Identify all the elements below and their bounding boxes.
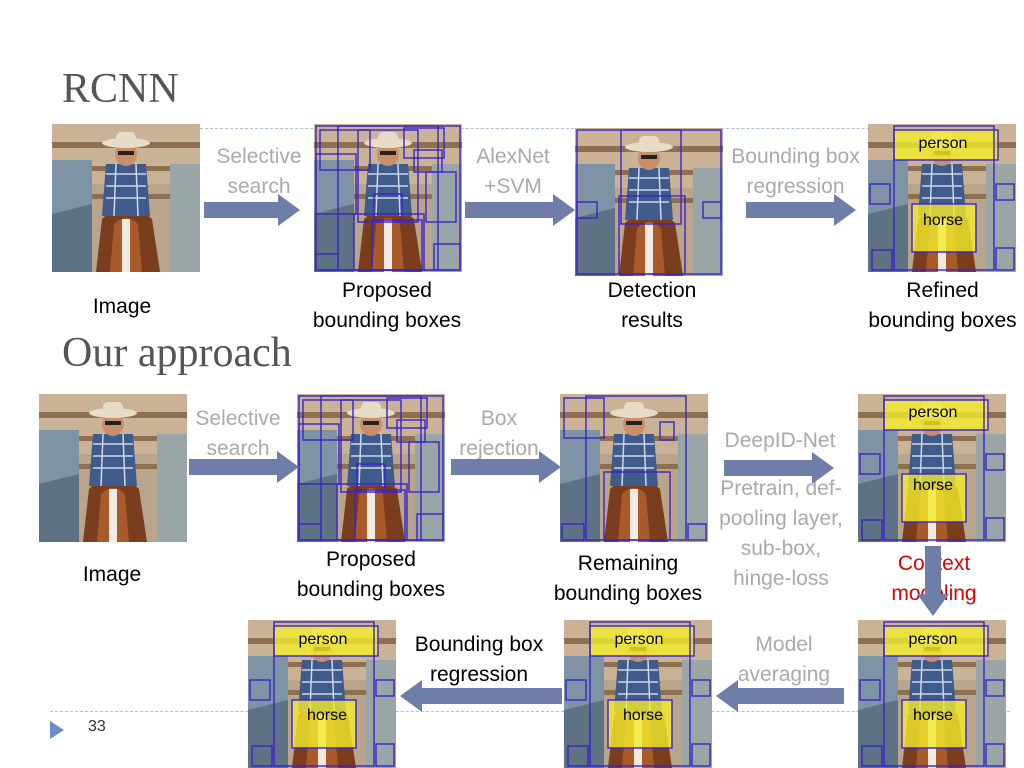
ours-context-horse-label: horse: [912, 707, 954, 724]
rcnn-detection-label: Detection results: [607, 279, 697, 332]
our-approach-title: Our approach: [62, 330, 292, 376]
ours-image: [39, 394, 187, 542]
ours-box-rejection-label: Box rejection: [459, 407, 539, 460]
rcnn-detection-image: [575, 128, 723, 276]
ours-final-horse-label: horse: [306, 707, 348, 724]
ours-arrow-3: [724, 452, 834, 484]
ours-averaged-horse-label: horse: [622, 707, 664, 724]
rcnn-horse-label: horse: [922, 212, 964, 229]
ours-proposed-label: Proposed bounding boxes: [296, 548, 446, 601]
ours-deepid-net-label: DeepID-Net: [724, 429, 836, 452]
rcnn-image: [52, 124, 200, 272]
slide-number: 33: [88, 718, 106, 735]
footer-dashed-line: [50, 711, 1010, 712]
slide-bullet-icon: [50, 721, 64, 739]
ours-left-arrow-2: [400, 680, 562, 712]
rcnn-selective-search-label: Selective search: [216, 145, 302, 198]
ours-bbox-regression-label: Bounding box regression: [414, 633, 544, 686]
ours-deepid-image: [858, 394, 1006, 542]
ours-arrow-2: [451, 451, 561, 483]
ours-final-image: [248, 620, 396, 768]
rcnn-refined-image: [868, 124, 1016, 272]
rcnn-refined-label: Refined bounding boxes: [868, 279, 1017, 332]
ours-remaining-label: Remaining bounding boxes: [553, 552, 703, 605]
ours-down-arrow: [917, 546, 949, 616]
ours-arrow-1: [189, 451, 299, 483]
model-averaging-label: Model averaging: [737, 633, 831, 686]
rcnn-proposed-image: [314, 124, 462, 272]
ours-deepid-details: Pretrain, def- pooling layer, sub-box, h…: [719, 477, 843, 590]
rcnn-proposed-label: Proposed bounding boxes: [312, 279, 462, 332]
rcnn-arrow-1: [204, 194, 300, 226]
rcnn-title: RCNN: [62, 66, 179, 112]
ours-remaining-image: [560, 394, 708, 542]
rcnn-person-label: person: [918, 135, 968, 152]
rcnn-arrow-3: [746, 194, 856, 226]
rcnn-arrow-2: [465, 194, 575, 226]
ours-averaged-person-label: person: [614, 631, 664, 648]
ours-final-person-label: person: [298, 631, 348, 648]
ours-deepid-horse-label: horse: [912, 477, 954, 494]
ours-image-label: Image: [82, 563, 142, 586]
rcnn-image-label: Image: [92, 295, 152, 318]
rcnn-bbox-regression-label: Bounding box regression: [731, 145, 860, 198]
ours-proposed-image: [297, 394, 445, 542]
ours-averaged-image: [564, 620, 712, 768]
ours-context-person-label: person: [908, 631, 958, 648]
ours-selective-search-label: Selective search: [195, 407, 281, 460]
ours-left-arrow-1: [716, 680, 844, 712]
rcnn-alexnet-svm-label: AlexNet +SVM: [476, 145, 550, 198]
ours-context-image: [858, 620, 1006, 768]
ours-deepid-person-label: person: [908, 404, 958, 421]
